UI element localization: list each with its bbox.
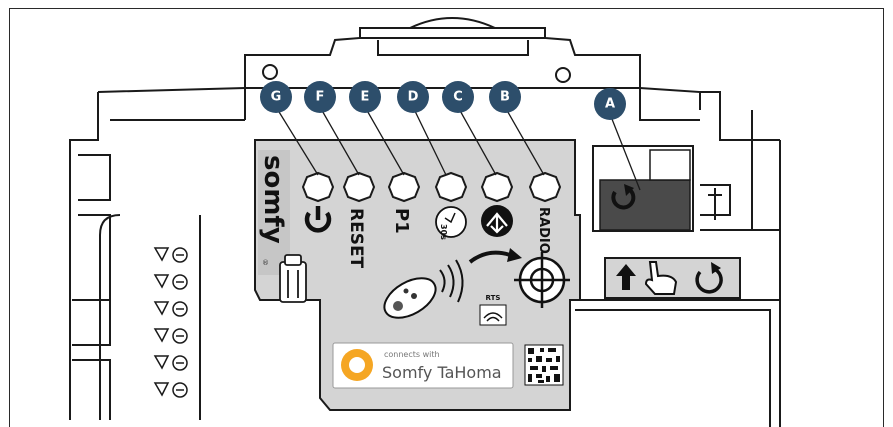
button-b[interactable]: [530, 173, 560, 201]
rts-label: RTS: [486, 294, 501, 302]
callout-b-label: B: [500, 90, 510, 105]
qr-code-icon: [525, 345, 563, 385]
callout-c-label: C: [453, 90, 463, 105]
reset-label: RESET: [346, 208, 366, 269]
tahoma-badge: connects with Somfy TaHoma: [333, 343, 513, 388]
callout-f-label: F: [316, 90, 325, 105]
button-g[interactable]: [303, 173, 333, 201]
tahoma-large-text: Somfy TaHoma: [382, 363, 502, 382]
button-c[interactable]: [482, 173, 512, 201]
tahoma-small-text: connects with: [384, 350, 440, 359]
callout-e-label: E: [361, 90, 370, 105]
cable-gland: [280, 255, 306, 302]
callout-a-label: A: [605, 97, 615, 112]
timer-label: 30s: [439, 224, 448, 240]
p1-label: P1: [391, 208, 412, 234]
button-d[interactable]: [436, 173, 466, 201]
button-a[interactable]: [600, 180, 690, 230]
callout-d-label: D: [408, 90, 419, 105]
callout-g-label: G: [271, 90, 282, 105]
brand-registered-mark: ®: [262, 259, 269, 267]
screw-terminals: [155, 248, 187, 397]
radio-label: RADIO: [536, 207, 551, 254]
button-e[interactable]: [389, 173, 419, 201]
button-f[interactable]: [344, 173, 374, 201]
brand-logo: somfy: [258, 155, 288, 244]
legend-box: [605, 258, 740, 298]
bluetooth-icon: [481, 205, 513, 237]
button-a-housing: [593, 146, 693, 231]
